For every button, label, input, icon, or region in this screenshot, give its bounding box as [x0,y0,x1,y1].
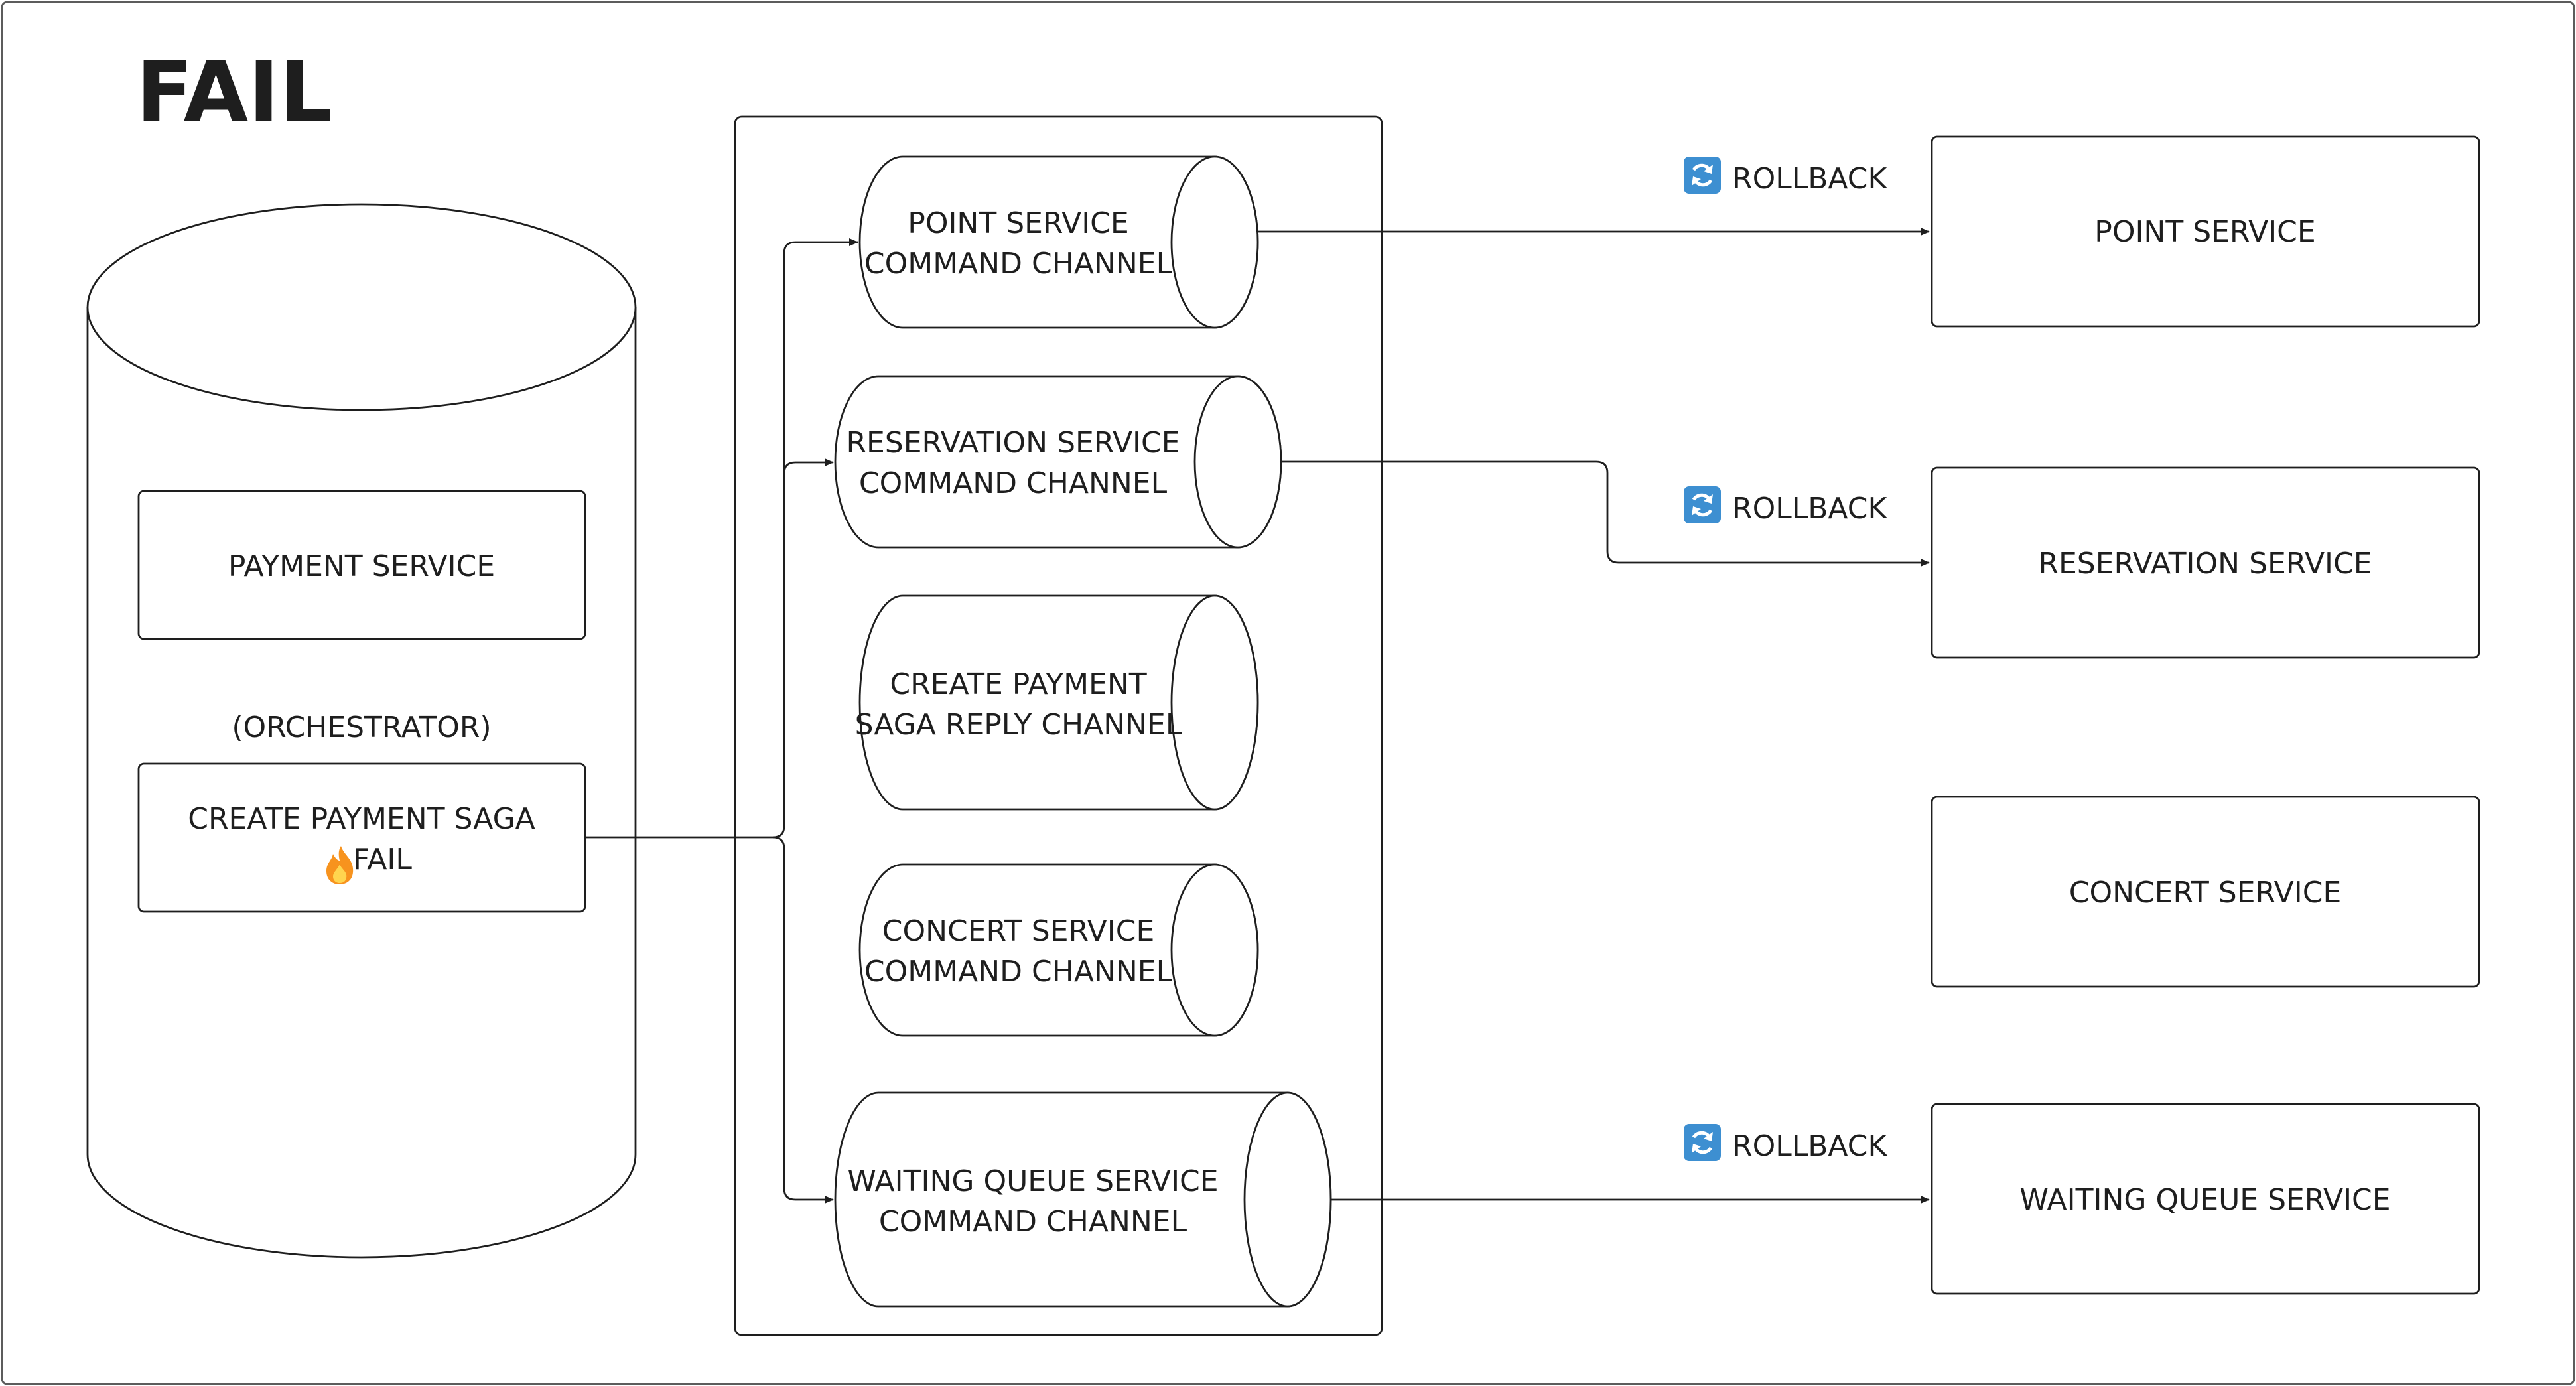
channel-label-line2: COMMAND CHANNEL [879,1205,1187,1239]
channel-point-service: POINT SERVICE COMMAND CHANNEL [858,155,1259,329]
rollback-text: ROLLBACK [1732,492,1887,525]
saga-label-line1: CREATE PAYMENT SAGA [188,802,535,836]
rollback-text: ROLLBACK [1732,1129,1887,1163]
channel-waiting-queue-service: WAITING QUEUE SERVICE COMMAND CHANNEL [834,1091,1332,1308]
channel-label-line2: COMMAND CHANNEL [864,955,1173,989]
service-box-waiting-queue: WAITING QUEUE SERVICE [1931,1103,2480,1295]
create-payment-saga-box: CREATE PAYMENT SAGA FAIL [137,762,586,913]
payment-service-box: PAYMENT SERVICE [137,490,586,640]
service-label: CONCERT SERVICE [2069,876,2342,910]
channel-label-line1: CONCERT SERVICE [882,914,1155,948]
saga-label-line2: FAIL [353,843,412,876]
rollback-connectors [1258,228,1930,1204]
page-title: FAIL [136,43,332,141]
channel-label-line2: SAGA REPLY CHANNEL [855,708,1182,742]
channel-label-line1: POINT SERVICE [908,206,1128,240]
channel-create-payment-saga-reply: CREATE PAYMENT SAGA REPLY CHANNEL [855,594,1259,811]
rollback-text: ROLLBACK [1732,162,1887,196]
service-box-reservation: RESERVATION SERVICE [1931,466,2480,659]
rollback-label-point: ROLLBACK [1684,157,1887,196]
channel-reservation-service: RESERVATION SERVICE COMMAND CHANNEL [834,375,1282,549]
channel-label-line1: RESERVATION SERVICE [846,426,1180,460]
refresh-icon [1684,157,1721,194]
refresh-icon [1684,486,1721,523]
channel-concert-service: CONCERT SERVICE COMMAND CHANNEL [858,863,1259,1037]
rollback-label-waiting-queue: ROLLBACK [1684,1124,1887,1163]
channel-label-line2: COMMAND CHANNEL [864,247,1173,281]
service-box-concert: CONCERT SERVICE [1931,796,2480,988]
service-box-point: POINT SERVICE [1931,135,2480,328]
rollback-label-reservation: ROLLBACK [1684,486,1887,525]
refresh-icon [1684,1124,1721,1161]
channel-label-line2: COMMAND CHANNEL [859,466,1168,500]
service-label: RESERVATION SERVICE [2038,547,2372,581]
saga-connectors [585,238,858,1204]
fire-icon [326,846,354,884]
orchestrator-role-label: (ORCHESTRATOR) [232,711,491,744]
payment-service-label: PAYMENT SERVICE [228,549,495,583]
service-label: POINT SERVICE [2094,215,2315,249]
channel-label-line1: WAITING QUEUE SERVICE [847,1164,1218,1198]
service-label: WAITING QUEUE SERVICE [2019,1183,2390,1217]
channel-label-line1: CREATE PAYMENT [890,667,1146,701]
